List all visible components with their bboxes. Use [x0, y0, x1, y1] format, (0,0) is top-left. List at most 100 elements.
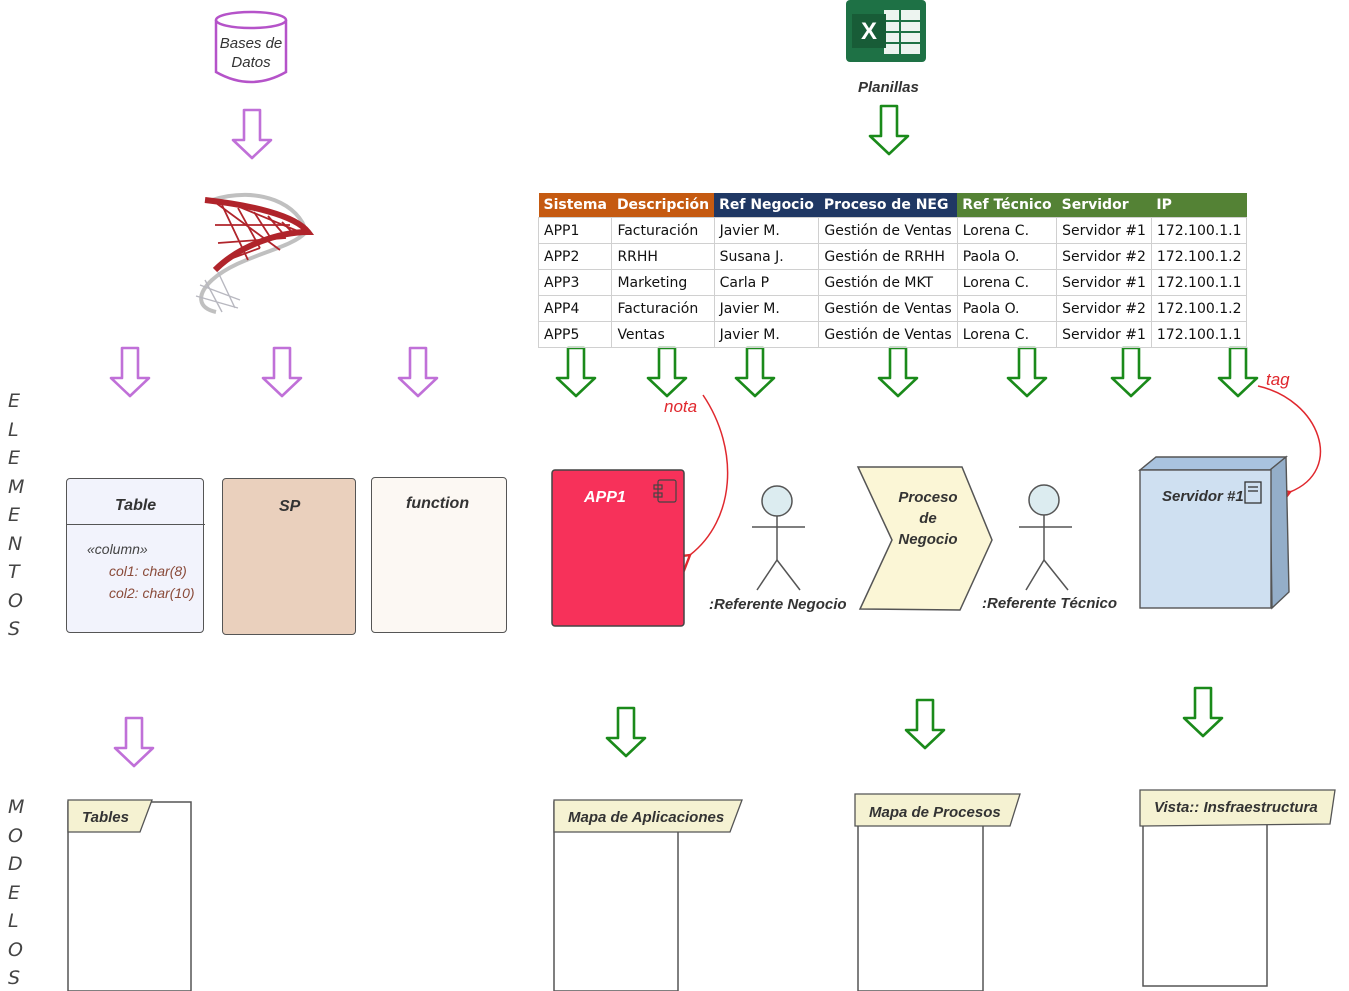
spreadsheet-cell: Lorena C. [956, 321, 1058, 348]
spreadsheet-cell: Servidor #2 [1056, 243, 1152, 270]
spreadsheet-cell: APP4 [537, 295, 613, 322]
spreadsheet-cell: Servidor #2 [1056, 295, 1152, 322]
stored-procedure-element[interactable]: SP [222, 478, 356, 635]
app-element-title[interactable]: APP1 [584, 489, 626, 506]
spreadsheet-cell: Lorena C. [956, 217, 1058, 244]
spreadsheet-cell: Paola O. [956, 243, 1058, 270]
spreadsheet-cell: APP2 [537, 243, 613, 270]
spreadsheet-cell: APP1 [537, 217, 613, 244]
model-vista-infra-label[interactable]: Vista:: Insfraestructura [1154, 799, 1318, 816]
side-label-letter: M [8, 796, 25, 818]
process-element-title[interactable]: Proceso de Negocio [880, 487, 976, 550]
spreadsheet-cell: 172.100.1.1 [1150, 269, 1248, 296]
device-icon [1244, 481, 1262, 504]
arrow-down-icon [113, 716, 155, 768]
spreadsheet-cell: Servidor #1 [1056, 321, 1152, 348]
spreadsheet-cell: Gestión de Ventas [818, 321, 958, 348]
spreadsheet-header-cell: IP [1151, 193, 1247, 218]
arrow-down-icon [261, 346, 303, 398]
arrow-down-icon [555, 346, 597, 398]
arrow-down-icon [109, 346, 151, 398]
spreadsheet-header-cell: Ref Técnico [957, 193, 1057, 218]
spreadsheet-header-cell: Proceso de NEG [818, 193, 958, 218]
spreadsheet-cell: RRHH [611, 243, 715, 270]
side-label-letter: D [8, 853, 23, 875]
arrow-down-icon [1182, 686, 1224, 738]
spreadsheet-cell: APP3 [537, 269, 613, 296]
spreadsheet-cell: 172.100.1.2 [1150, 295, 1248, 322]
spreadsheet-cell: Gestión de RRHH [818, 243, 958, 270]
spreadsheet-cell: APP5 [537, 321, 613, 348]
side-label-letter: L [8, 910, 19, 932]
side-label-letter: N [8, 532, 23, 555]
side-label-letter: T [8, 561, 20, 583]
function-element[interactable]: function [371, 477, 507, 633]
model-frames [67, 801, 1268, 991]
spreadsheet-cell: Javier M. [713, 321, 820, 348]
arrow-down-icon [1110, 346, 1152, 398]
spreadsheet-cell: Servidor #1 [1056, 217, 1152, 244]
side-label-letter: O [8, 824, 23, 847]
side-label-letter: O [8, 938, 23, 961]
side-label-letter: S [8, 618, 21, 640]
model-mapa-aplicaciones-label[interactable]: Mapa de Aplicaciones [568, 809, 725, 826]
side-label-letter: L [8, 418, 19, 441]
spreadsheet-cell: Javier M. [713, 295, 820, 322]
side-label-letter: E [8, 504, 21, 526]
actor-icon [1019, 484, 1072, 591]
ref-negocio-label[interactable]: :Referente Negocio [709, 596, 847, 613]
model-tabs [67, 789, 1336, 833]
actor-icon [752, 485, 805, 591]
arrow-down-icon [877, 346, 919, 398]
arrow-down-icon [605, 706, 647, 758]
table-stereotype: «column» [87, 541, 148, 557]
server-node-shape [1138, 455, 1290, 610]
model-mapa-procesos-label[interactable]: Mapa de Procesos [869, 804, 1001, 821]
arrow-down-icon [1217, 346, 1259, 398]
arrow-down-icon [904, 698, 946, 750]
table-divider [67, 524, 205, 525]
spreadsheet-cell: Gestión de MKT [818, 269, 958, 296]
table-element-title: Table [115, 497, 157, 514]
app-component-shape [551, 469, 685, 627]
table-column: col2: char(10) [109, 585, 195, 601]
sp-element-title: SP [279, 498, 301, 515]
tag-annotation: tag [1266, 370, 1290, 389]
excel-icon: X [846, 0, 926, 62]
side-label-letter: O [8, 589, 23, 612]
process-shape [856, 466, 993, 611]
table-element[interactable]: Table «column» col1: char(8) col2: char(… [66, 478, 205, 633]
table-column: col1: char(8) [109, 563, 187, 579]
database-icon [214, 10, 288, 84]
spreadsheet-cell: Marketing [611, 269, 715, 296]
spreadsheet-label: Planillas [858, 79, 919, 96]
note-annotation: nota [664, 397, 698, 416]
spreadsheet-cell: 172.100.1.1 [1150, 217, 1248, 244]
model-tables-label[interactable]: Tables [82, 809, 129, 826]
ref-tecnico-label[interactable]: :Referente Técnico [982, 595, 1118, 612]
spreadsheet-cell: Facturación [611, 217, 715, 244]
side-label-letter: E [8, 390, 21, 412]
database-label: Bases de Datos [219, 35, 283, 71]
process-title-line: Proceso [898, 489, 958, 506]
side-label-letter: E [8, 881, 21, 904]
spreadsheet-cell: Gestión de Ventas [818, 217, 958, 244]
function-element-title: function [406, 495, 470, 512]
side-label-letter: E [8, 447, 21, 469]
arrow-down-icon [231, 108, 273, 160]
component-icon [653, 479, 677, 503]
arrow-down-icon [1006, 346, 1048, 398]
server-element-title[interactable]: Servidor #1 [1162, 488, 1244, 505]
note-connector [672, 394, 729, 572]
spreadsheet-header-cell: Sistema [538, 193, 612, 218]
spreadsheet-header-cell: Ref Negocio [714, 193, 819, 218]
spreadsheet-cell: Carla P [713, 269, 820, 296]
